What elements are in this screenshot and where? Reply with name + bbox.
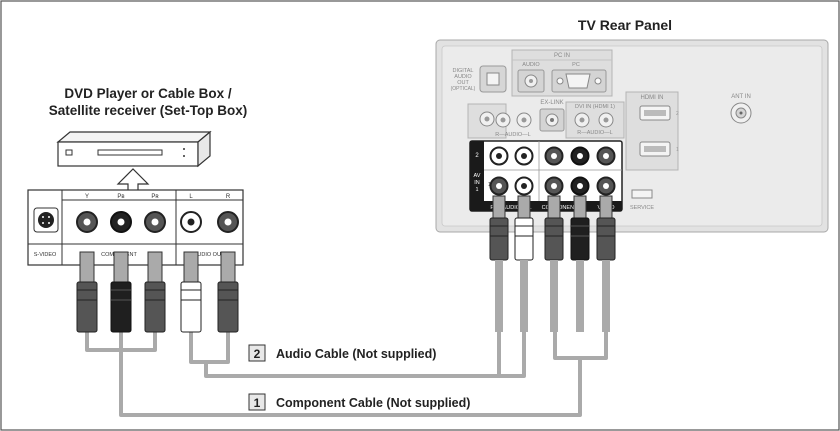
svg-text:DVI IN (HDMI 1): DVI IN (HDMI 1) bbox=[575, 104, 615, 110]
source-device-title-line2: Satellite receiver (Set-Top Box) bbox=[49, 103, 248, 118]
ex-link-port: EX-LINK bbox=[539, 100, 565, 132]
svg-text:R—AUDIO—L: R—AUDIO—L bbox=[577, 130, 612, 136]
cable-number-1: 1 bbox=[254, 396, 261, 410]
cable-wires bbox=[85, 330, 608, 417]
svg-text:Pʙ: Pʙ bbox=[117, 194, 124, 200]
antenna-in-port: ANT IN bbox=[730, 94, 752, 124]
svg-text:SERVICE: SERVICE bbox=[630, 205, 654, 211]
cable-number-2: 2 bbox=[254, 347, 261, 361]
svg-text:AUDIO OUT: AUDIO OUT bbox=[194, 252, 225, 258]
svg-text:AUDIO: AUDIO bbox=[454, 74, 472, 80]
tv-rear-panel: DIGITAL AUDIO OUT (OPTICAL) PC IN AUDIO … bbox=[435, 39, 829, 233]
source-cable-plugs bbox=[76, 251, 239, 333]
source-jack-panel: Y Pʙ Pʀ L R S-VIDEO COMPONENT AUDIO OUT bbox=[27, 189, 244, 266]
svg-text:HDMI IN: HDMI IN bbox=[641, 95, 664, 101]
svg-text:S-VIDEO: S-VIDEO bbox=[34, 252, 57, 258]
tv-plug-audio-l bbox=[514, 195, 534, 332]
svg-text:AV: AV bbox=[474, 173, 481, 179]
svg-text:IN: IN bbox=[474, 180, 480, 186]
tv-jack-row-1 bbox=[489, 176, 616, 196]
hdmi-in-block: HDMI IN 2 1 bbox=[625, 91, 679, 171]
svg-text:PC IN: PC IN bbox=[554, 53, 570, 59]
cable-label-audio: 2 Audio Cable (Not supplied) bbox=[248, 344, 436, 362]
svg-text:2: 2 bbox=[475, 153, 479, 159]
audio-cable-label: Audio Cable (Not supplied) bbox=[276, 347, 436, 361]
svg-text:1: 1 bbox=[676, 147, 679, 153]
svg-text:EX-LINK: EX-LINK bbox=[540, 100, 563, 106]
source-component-jacks bbox=[76, 211, 166, 233]
svg-text:AUDIO: AUDIO bbox=[522, 62, 540, 68]
av-component-in-block: 2 AV IN 1 1 R — AUDIO — L COMPONENT IN V… bbox=[469, 140, 623, 212]
svg-text:Y: Y bbox=[85, 194, 89, 200]
tv-panel-title: TV Rear Panel bbox=[578, 17, 672, 33]
svg-text:R: R bbox=[226, 194, 231, 200]
svg-text:OUT: OUT bbox=[457, 80, 469, 86]
svg-text:2: 2 bbox=[676, 111, 679, 117]
svideo-jack bbox=[33, 207, 59, 233]
tv-plug-audio-r bbox=[489, 195, 509, 332]
svg-text:DIGITAL: DIGITAL bbox=[453, 68, 474, 74]
svg-text:L: L bbox=[189, 194, 193, 200]
plug-audio-r bbox=[217, 251, 239, 333]
source-audio-out-jacks bbox=[180, 211, 239, 233]
plug-pb bbox=[110, 251, 132, 333]
left-audio-jacks bbox=[467, 103, 507, 139]
svg-text:Pʀ: Pʀ bbox=[151, 194, 159, 200]
source-device-title-line1: DVD Player or Cable Box / bbox=[64, 86, 232, 101]
pc-in-block: PC IN AUDIO PC bbox=[511, 49, 613, 97]
set-top-box-icon bbox=[56, 130, 212, 168]
cable-label-component: 1 Component Cable (Not supplied) bbox=[248, 393, 470, 411]
svg-text:(OPTICAL): (OPTICAL) bbox=[451, 86, 476, 92]
svg-text:ANT IN: ANT IN bbox=[731, 94, 751, 100]
tv-jack-row-2 bbox=[489, 146, 616, 166]
plug-y bbox=[76, 251, 98, 333]
tv-plug-pb bbox=[570, 195, 590, 332]
plug-audio-l bbox=[180, 251, 202, 333]
tv-plug-pr bbox=[596, 195, 616, 332]
tv-plug-y bbox=[544, 195, 564, 332]
component-cable-label: Component Cable (Not supplied) bbox=[276, 396, 470, 410]
up-arrow-icon bbox=[116, 168, 150, 190]
svg-text:R — AUDIO — L: R — AUDIO — L bbox=[490, 205, 531, 211]
svg-text:COMPONENT IN: COMPONENT IN bbox=[542, 205, 585, 211]
audio-lr-jacks-1: R—AUDIO—L bbox=[495, 112, 532, 138]
svg-text:R—AUDIO—L: R—AUDIO—L bbox=[495, 132, 530, 138]
plug-pr bbox=[144, 251, 166, 333]
optical-out-port: DIGITAL AUDIO OUT (OPTICAL) bbox=[451, 65, 507, 93]
tv-cable-plugs bbox=[489, 195, 616, 332]
dvi-in-block: DVI IN (HDMI 1) R—AUDIO—L bbox=[565, 101, 625, 139]
service-port: SERVICE bbox=[630, 189, 654, 211]
svg-text:1: 1 bbox=[475, 187, 478, 193]
svg-text:PC: PC bbox=[572, 62, 580, 68]
svg-text:1: 1 bbox=[488, 182, 491, 188]
